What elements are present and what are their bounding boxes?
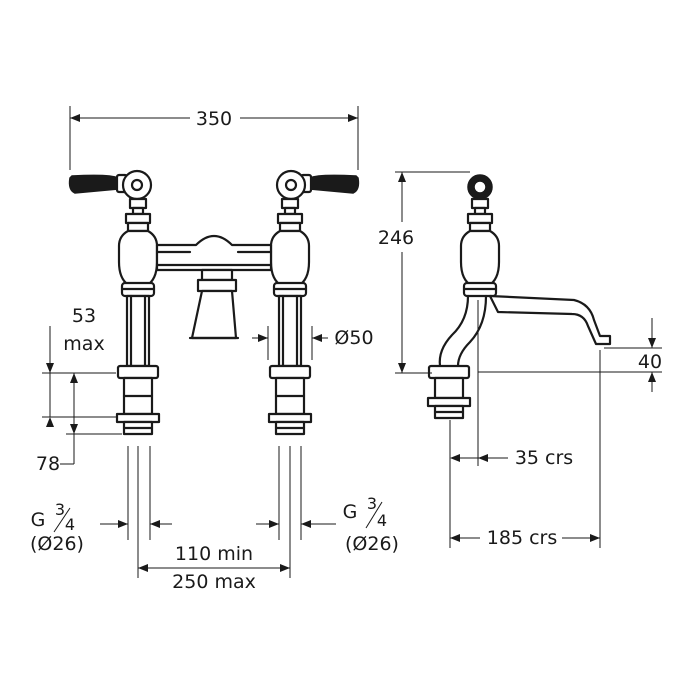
centres-min-label: 110 min (175, 543, 253, 565)
right-headwork (276, 197, 304, 233)
spout-centres-label: 185 crs (487, 527, 557, 549)
right-valve-body (269, 229, 311, 288)
side-headwork (466, 197, 494, 233)
left-valve-body (117, 229, 159, 288)
thread-right-g: G (343, 501, 358, 523)
thread-left-frac-bar (53, 507, 71, 533)
centres-max-label: 250 max (172, 571, 256, 593)
side-view (426, 174, 612, 420)
thread-right-frac-den: 4 (377, 511, 387, 530)
dimension-lines (42, 106, 662, 578)
side-lever-ring (467, 174, 493, 200)
thread-left-frac-num: 3 (55, 500, 65, 519)
tail-height-label-top: 53 (72, 305, 96, 327)
offset-centres-label: 35 crs (515, 447, 573, 469)
tail-height-label-bottom: max (63, 333, 104, 355)
thread-right-dia: (Ø26) (345, 533, 399, 555)
pipe-diameter-label: Ø50 (334, 327, 373, 349)
tail-length-label: 78 (36, 453, 60, 475)
centre-spout (188, 268, 240, 340)
thread-right-frac-bar (365, 501, 383, 529)
side-curved-pipe (438, 294, 470, 368)
spout-height-label: 40 (638, 351, 662, 373)
thread-left-dia: (Ø26) (30, 533, 84, 555)
thread-right-frac-num: 3 (367, 494, 377, 513)
bridge-bar (155, 234, 273, 272)
overall-width-label: 350 (196, 108, 232, 130)
right-tail-assembly (267, 281, 313, 436)
thread-left-g: G (31, 509, 46, 531)
thread-left-frac-den: 4 (65, 515, 75, 534)
dimension-labels: 350 246 53 max 78 Ø50 40 G 3 4 (Ø26) G 3… (30, 108, 662, 593)
side-tail-assembly (426, 364, 472, 420)
side-spout (488, 294, 612, 346)
left-lever-handle (68, 169, 153, 201)
height-label: 246 (378, 227, 414, 249)
right-lever-handle (275, 169, 360, 201)
left-headwork (124, 197, 152, 233)
front-view (68, 169, 360, 436)
side-valve-body (459, 229, 501, 288)
left-tail-assembly (115, 281, 161, 436)
